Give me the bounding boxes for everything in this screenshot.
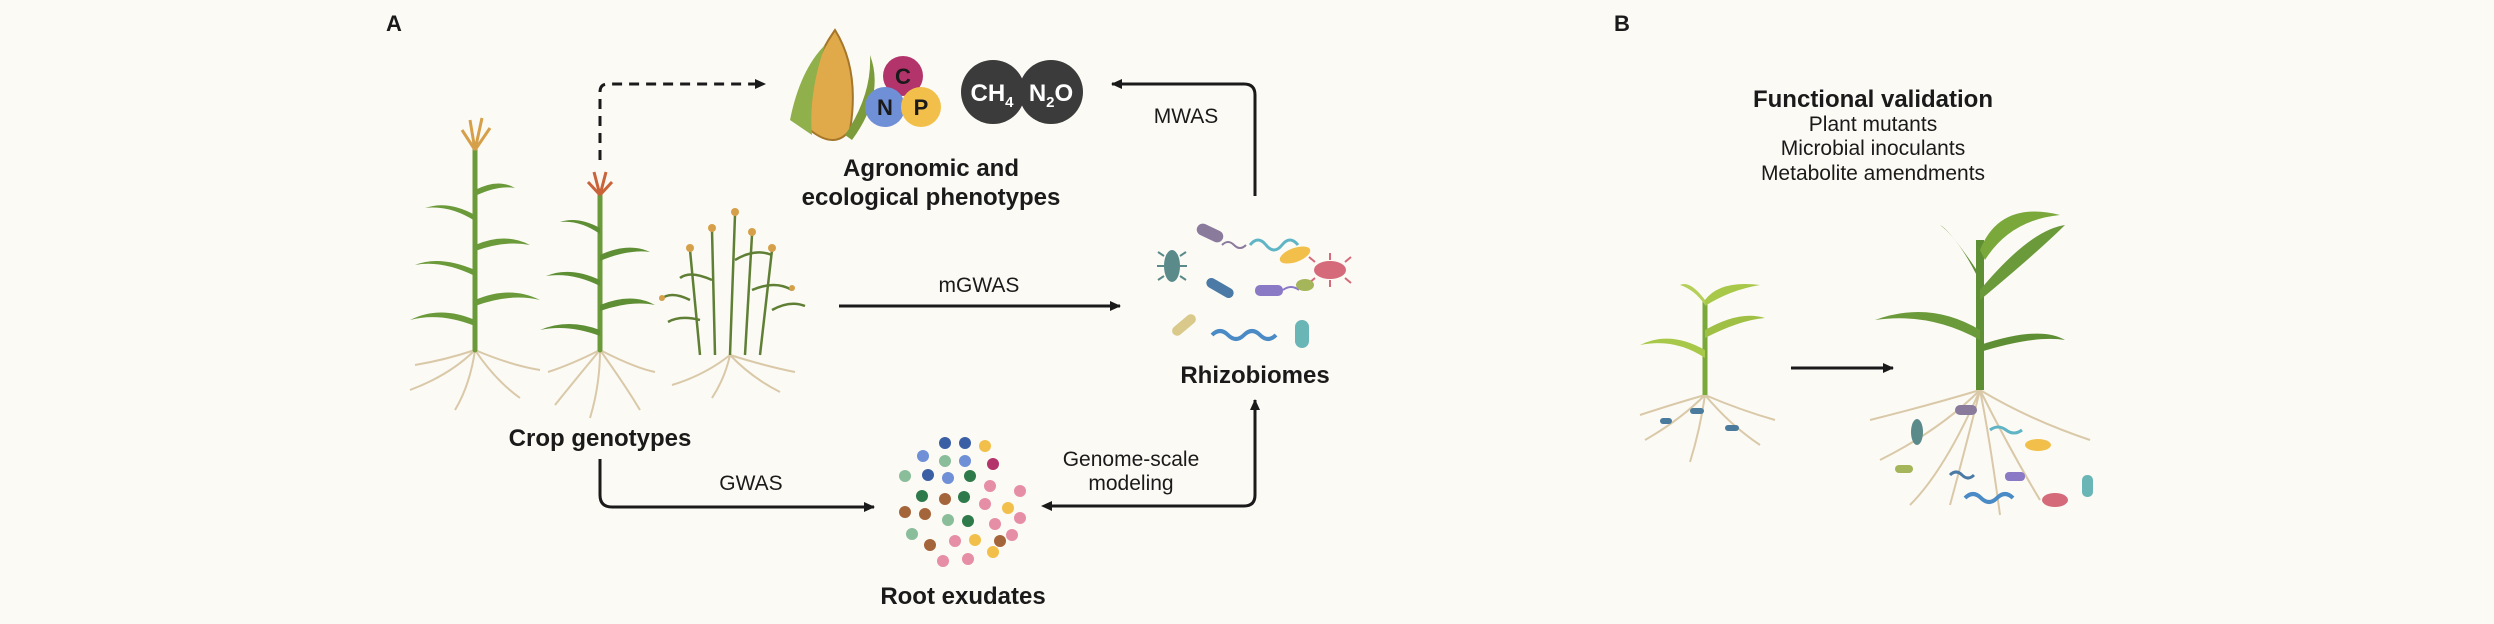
panel-label-a: A [386,11,402,36]
edge-label-mgwas: mGWAS [939,274,1020,297]
edge-label-gwas: GWAS [719,472,782,495]
nitrogen-label: N [877,95,893,120]
node-crop-genotypes: Crop genotypes [509,425,692,452]
validation-title: Functional validation [1753,86,1993,113]
n2o-node [1019,60,1083,124]
ch4-label: CH4 [970,80,1014,111]
microbes-illustration [1157,223,1352,348]
node-phenotypes-line2: ecological phenotypes [802,184,1061,211]
carbon-label: C [895,64,911,89]
edge-label-mwas: MWAS [1154,105,1219,128]
nitrogen-node [865,87,905,127]
node-root-exudates: Root exudates [880,583,1045,610]
small-seedling-illustration [1639,284,1776,463]
node-rhizobiomes: Rhizobiomes [1180,362,1329,389]
ch4-node [961,60,1025,124]
panel-label-b: B [1614,11,1630,36]
edge-label-genome-line1: Genome-scale [1063,448,1200,471]
phosphorus-label: P [914,95,929,120]
nutrient-cnp-group: C N P [865,56,941,127]
large-plant-illustration [1869,211,2093,516]
validation-item-plant-mutants: Plant mutants [1809,113,1937,136]
crop-plants-illustration [409,117,806,419]
validation-item-microbial-inoculants: Microbial inoculants [1781,137,1965,160]
corn-cob-illustration [790,28,875,141]
edge-label-genome-line2: modeling [1088,472,1173,495]
validation-item-metabolite-amendments: Metabolite amendments [1761,162,1985,185]
greenhouse-gas-group: CH4 N2O [961,60,1083,124]
arrow-gwas [598,459,875,512]
carbon-node [883,56,923,96]
phosphorus-node [901,87,941,127]
arrow-crop-to-phenotypes-dashed [598,79,766,160]
arrow-mwas [1111,79,1257,196]
exudates-illustration [899,437,1026,567]
node-phenotypes-line1: Agronomic and [843,155,1019,182]
arrow-genome-scale-modeling [1041,399,1260,511]
n2o-label: N2O [1029,80,1073,111]
